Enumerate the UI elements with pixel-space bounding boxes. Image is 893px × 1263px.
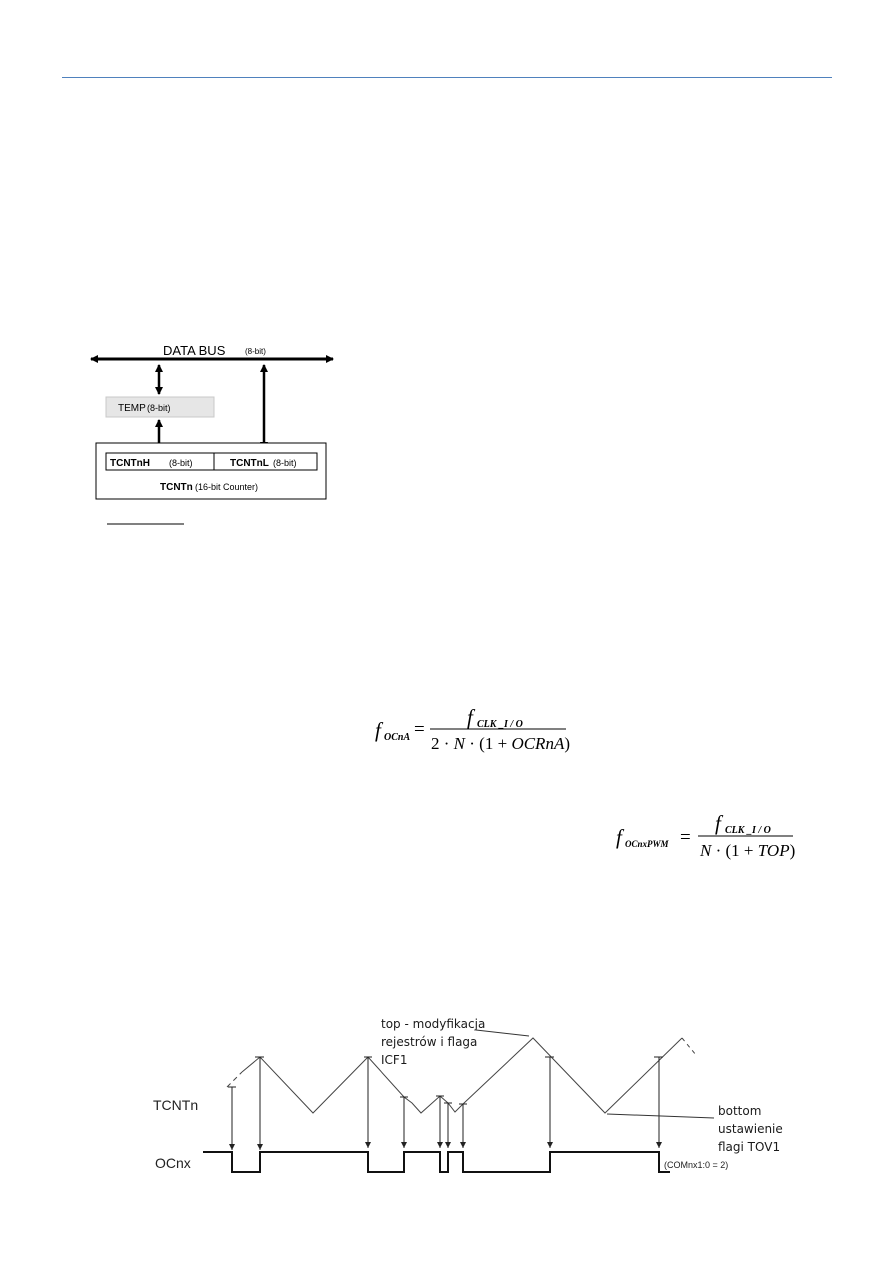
temp-register bbox=[105, 396, 215, 418]
denominator: N · (1 + TOP) bbox=[699, 841, 795, 860]
counter-label: TCNTn bbox=[153, 1097, 198, 1113]
low-name: TCNTnL bbox=[230, 458, 269, 469]
tcnt-counter-box bbox=[95, 442, 327, 500]
bottom-note: bottom ustawienie flagi TOV1 bbox=[718, 1104, 787, 1154]
low-width: (8-bit) bbox=[273, 458, 297, 468]
temp-width: (8-bit) bbox=[147, 403, 171, 413]
counter-name: TCNTn bbox=[160, 482, 193, 493]
numerator-symbol: f bbox=[715, 811, 724, 835]
data-bus-width: (8-bit) bbox=[245, 347, 266, 356]
counter-wave-end bbox=[681, 1037, 697, 1056]
header-rule bbox=[62, 77, 832, 78]
numerator-symbol: f bbox=[467, 705, 476, 729]
lhs-symbol: f bbox=[616, 825, 625, 849]
arrow-heads bbox=[229, 1142, 662, 1150]
lhs-subscript: OCnA bbox=[384, 732, 410, 743]
top-leader-line bbox=[475, 1029, 530, 1037]
formula-ctc: f OCnA = f CLK _I / O 2 · N · (1 + OCRnA… bbox=[375, 705, 570, 753]
output-label: OCnx bbox=[155, 1155, 191, 1171]
compare-markers bbox=[228, 1056, 663, 1150]
temp-name: TEMP bbox=[118, 403, 146, 414]
numerator-subscript: CLK _I / O bbox=[477, 719, 523, 730]
equals-sign: = bbox=[414, 719, 425, 740]
counter-desc: (16-bit Counter) bbox=[195, 482, 258, 492]
tcnt-bus-diagram: DATA BUS (8-bit) TEMP (8-bit) TCNTnH (8-… bbox=[90, 343, 334, 525]
high-name: TCNTnH bbox=[110, 458, 150, 469]
denominator: 2 · N · (1 + OCRnA) bbox=[431, 734, 570, 753]
numerator-subscript: CLK _I / O bbox=[725, 825, 771, 836]
ocnx-waveform bbox=[203, 1151, 670, 1173]
mode-note: (COMnx1:0 = 2) bbox=[664, 1160, 728, 1170]
bottom-leader-line bbox=[606, 1113, 715, 1119]
lhs-subscript: OCnxPWM bbox=[625, 839, 670, 849]
data-bus-label: DATA BUS bbox=[163, 343, 226, 358]
counter-wave bbox=[241, 1037, 683, 1114]
lhs-symbol: f bbox=[375, 718, 384, 742]
counter-wave-start bbox=[226, 1071, 243, 1088]
high-width: (8-bit) bbox=[169, 458, 193, 468]
equals-sign: = bbox=[680, 827, 691, 848]
top-note: top - modyfikacja rejestrów i flaga ICF1 bbox=[381, 1017, 489, 1067]
formula-pwm: f OCnxPWM = f CLK _I / O N · (1 + TOP) bbox=[616, 811, 795, 860]
tcnt-low-register bbox=[213, 452, 318, 471]
